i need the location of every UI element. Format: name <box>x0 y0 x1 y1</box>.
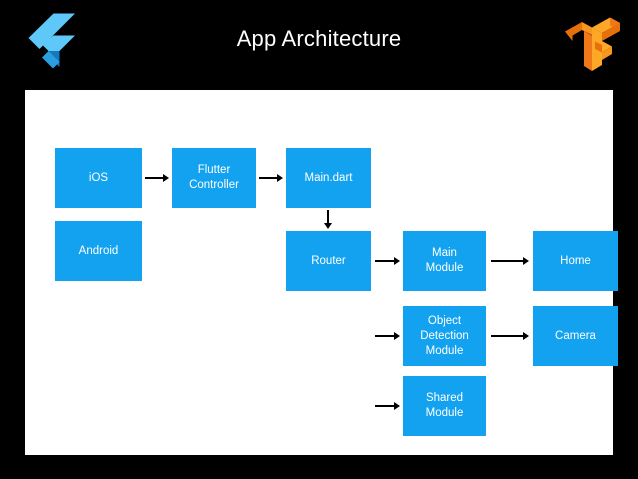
tensorflow-logo <box>562 8 624 74</box>
node-main-dart[interactable]: Main.dart <box>286 148 371 208</box>
arrow-head-icon <box>523 257 529 265</box>
arrow-head-icon <box>163 174 169 182</box>
arrow-head-icon <box>277 174 283 182</box>
arrow-shaft <box>375 260 394 262</box>
arrow-flutter-controller-to-main-dart <box>259 172 283 184</box>
node-android[interactable]: Android <box>55 221 142 281</box>
flutter-logo <box>18 11 78 71</box>
arrow-head-icon <box>324 223 332 229</box>
arrow-shaft <box>327 210 329 223</box>
page-title: App Architecture <box>236 26 402 51</box>
arrow-shaft <box>259 177 277 179</box>
arrow-head-icon <box>394 257 400 265</box>
node-router[interactable]: Router <box>286 231 371 291</box>
arrow-main-module-to-home <box>491 255 529 267</box>
slide-header: App Architecture <box>0 0 638 90</box>
node-home[interactable]: Home <box>533 231 618 291</box>
arrow-ios-to-flutter-controller <box>145 172 169 184</box>
arrow-shaft <box>375 335 394 337</box>
arrow-router-to-main-module <box>375 255 400 267</box>
arrow-shaft <box>491 335 523 337</box>
arrow-object-detection-module-to-camera <box>491 330 529 342</box>
arrow-main-dart-to-router <box>322 210 334 229</box>
node-camera[interactable]: Camera <box>533 306 618 366</box>
arrow-head-icon <box>523 332 529 340</box>
node-shared-module[interactable]: Shared Module <box>403 376 486 436</box>
node-object-detection-module[interactable]: Object Detection Module <box>403 306 486 366</box>
arrow-router-to-shared-module <box>375 400 400 412</box>
arrow-router-to-object-detection-module <box>375 330 400 342</box>
node-main-module[interactable]: Main Module <box>403 231 486 291</box>
node-ios[interactable]: iOS <box>55 148 142 208</box>
arrow-head-icon <box>394 402 400 410</box>
arrow-shaft <box>375 405 394 407</box>
arrow-shaft <box>491 260 523 262</box>
diagram-canvas: iOS Flutter Controller Main.dart Android… <box>25 90 618 455</box>
arrow-head-icon <box>394 332 400 340</box>
node-flutter-controller[interactable]: Flutter Controller <box>172 148 256 208</box>
arrow-shaft <box>145 177 163 179</box>
